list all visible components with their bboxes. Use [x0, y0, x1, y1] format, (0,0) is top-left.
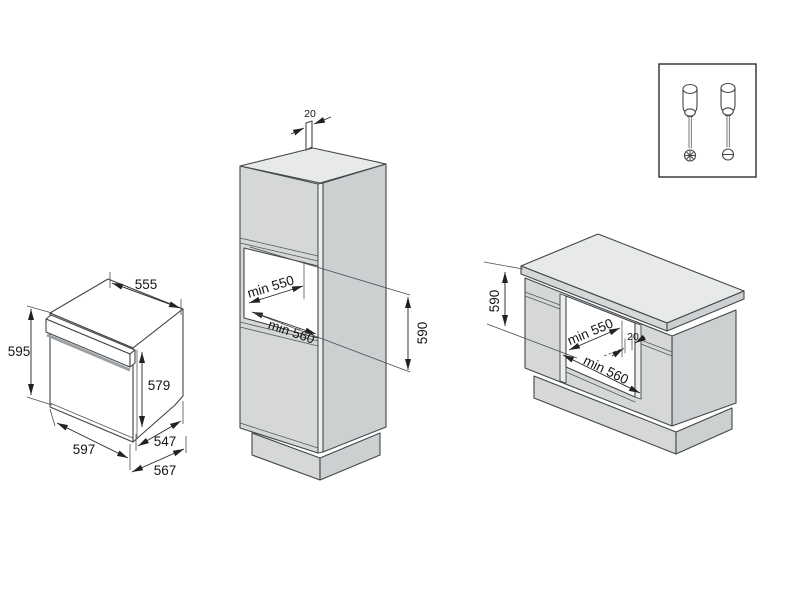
phillips-screwdriver-icon: [682, 83, 698, 162]
tools-box: [658, 63, 757, 178]
oven-control-panel: [45, 314, 136, 368]
slotted-screwdriver-icon: [720, 82, 736, 161]
oven-height-label: 595: [8, 344, 31, 359]
dim-oven-body-width: 555: [109, 272, 182, 315]
oven-total-depth-label: 567: [154, 463, 177, 478]
oven-handle: [46, 333, 131, 372]
tall-cabinet-drawing: 20 min 550 min 560 590: [239, 108, 430, 481]
tall-niche-height-label: 590: [415, 322, 430, 345]
tall-vent-gap-label: 20: [304, 108, 316, 120]
tall-cabinet-plinth-side: [319, 432, 381, 481]
base-cabinet-plinth-side: [675, 407, 733, 455]
base-height-label: 590: [487, 290, 502, 313]
dim-oven-body-depth: 547: [135, 401, 184, 451]
dim-oven-total-depth: 567: [131, 436, 187, 478]
base-cabinet-drawing: 590 min 550 min 560 20: [483, 233, 745, 455]
dim-tall-vent-gap: 20: [290, 108, 332, 136]
base-rear-gap-label: 20: [627, 331, 639, 343]
tall-cabinet-side-face: [322, 163, 387, 453]
base-cabinet-side-face: [671, 309, 737, 427]
dim-tall-niche-height: 590: [249, 246, 430, 373]
dim-oven-height: 595: [8, 305, 53, 406]
dim-oven-door-height: 579: [139, 352, 171, 427]
tall-cabinet-edge-strip: [317, 182, 324, 454]
dim-base-height: 590: [483, 261, 578, 359]
oven-body-depth-label: 547: [154, 434, 177, 449]
dim-base-rear-gap: 20: [611, 331, 646, 358]
oven-drawing: 555 595 579 597 547: [8, 272, 187, 478]
worktop-right-edge: [666, 290, 745, 332]
oven-door-height-label: 579: [148, 378, 171, 393]
dim-oven-front-width: 597: [49, 408, 131, 470]
tall-cabinet-vent-slot: [305, 120, 313, 151]
oven-front-width-label: 597: [73, 442, 96, 457]
oven-body-width-label: 555: [135, 277, 158, 292]
tools-box-frame: [658, 63, 757, 178]
